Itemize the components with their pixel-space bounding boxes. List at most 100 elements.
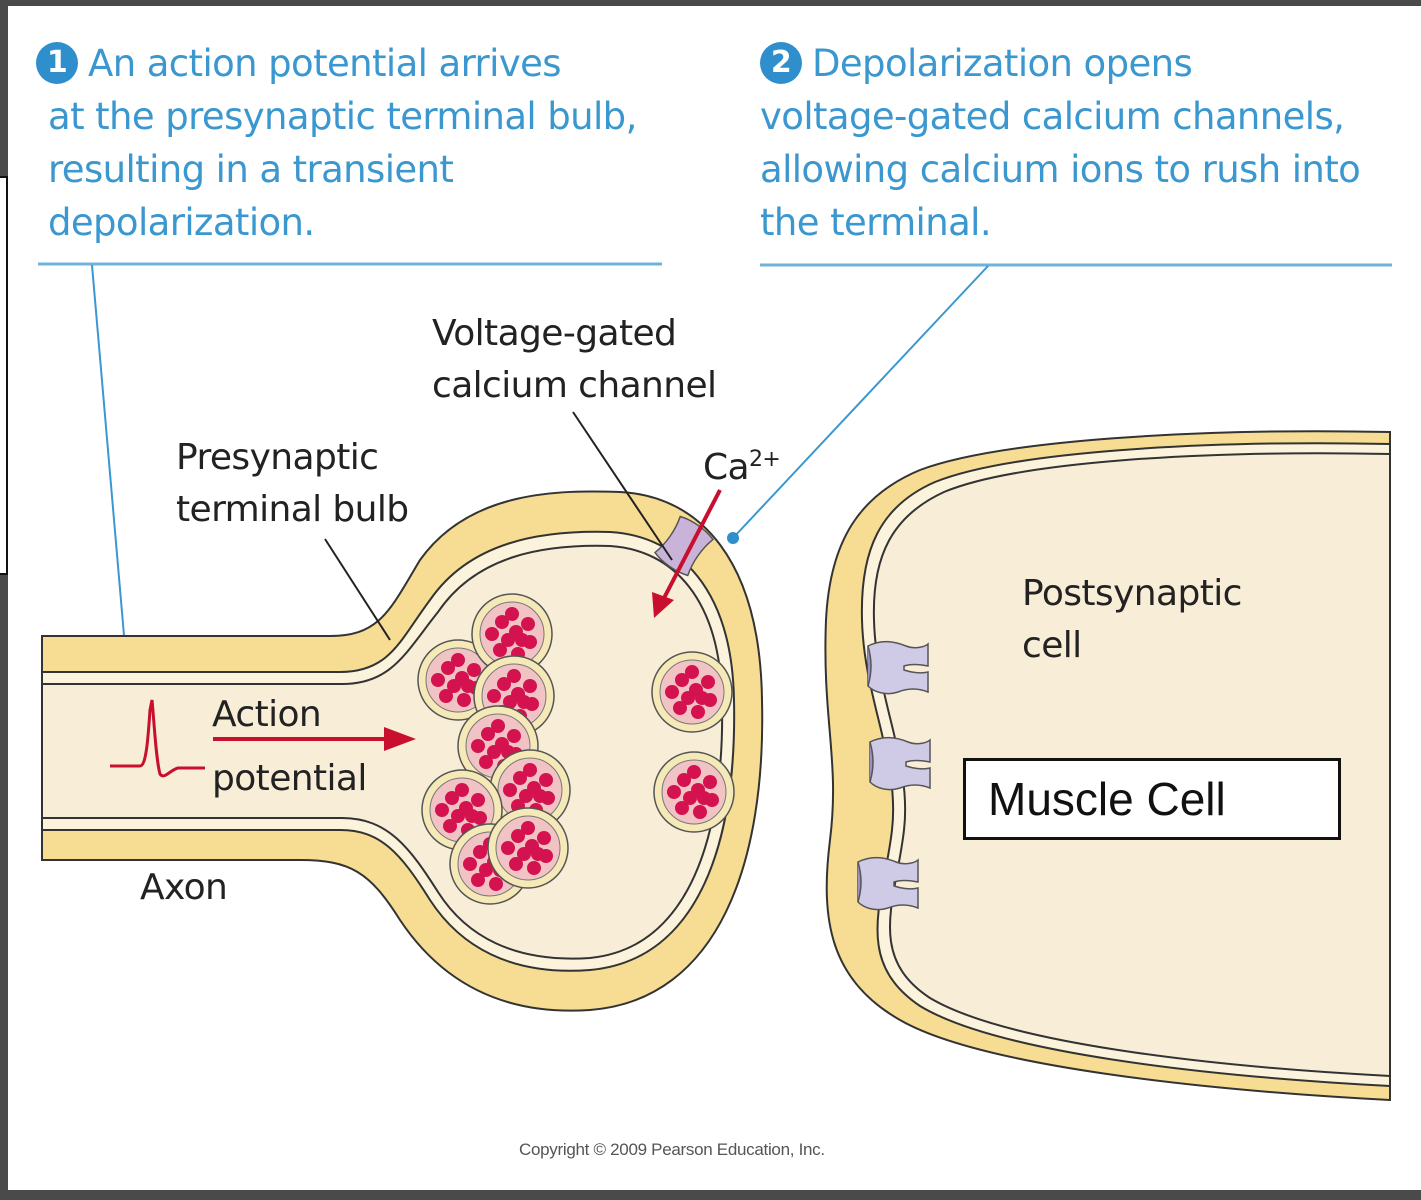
action-potential-label: Action potential xyxy=(212,694,367,799)
receptor-icon xyxy=(869,736,931,791)
postsynaptic-cell-label: Postsynaptic cell xyxy=(1022,573,1242,666)
muscle-cell-label: Muscle Cell xyxy=(988,773,1226,825)
neurotransmitter-dot xyxy=(439,689,453,703)
step2-line-2: voltage-gated calcium channels, xyxy=(760,95,1345,138)
neurotransmitter-dot xyxy=(431,673,445,687)
neurotransmitter-dot xyxy=(501,633,515,647)
neurotransmitter-dot xyxy=(675,673,689,687)
neurotransmitter-dot xyxy=(511,829,525,843)
neurotransmitter-dot xyxy=(461,679,475,693)
neurotransmitter-dot xyxy=(495,615,509,629)
copyright-notice: Copyright © 2009 Pearson Education, Inc. xyxy=(519,1140,825,1159)
neurotransmitter-dot xyxy=(523,763,537,777)
neurotransmitter-dot xyxy=(491,719,505,733)
synaptic-vesicles xyxy=(417,593,735,905)
channel-pointer-line xyxy=(572,411,673,561)
neurotransmitter-dot xyxy=(697,791,711,805)
neurotransmitter-dot xyxy=(457,693,471,707)
neurotransmitter-dot xyxy=(479,863,493,877)
step2-leader-dot xyxy=(727,532,739,544)
neurotransmitter-dot xyxy=(463,857,477,871)
neurotransmitter-dot xyxy=(681,691,695,705)
neurotransmitter-dot xyxy=(455,783,469,797)
side-panel-edge xyxy=(0,176,8,575)
neurotransmitter-dot xyxy=(509,857,523,871)
step2-line-3: allowing calcium ions to rush into xyxy=(760,148,1361,191)
neurotransmitter-dot xyxy=(701,675,715,689)
neurotransmitter-dot xyxy=(451,653,465,667)
neurotransmitter-dot xyxy=(527,861,541,875)
step1-line-2: at the presynaptic terminal bulb, xyxy=(48,95,637,138)
neurotransmitter-dot xyxy=(677,773,691,787)
neurotransmitter-dot xyxy=(481,727,495,741)
presynaptic-neuron xyxy=(41,490,764,1012)
neurotransmitter-dot xyxy=(507,669,521,683)
axon-label: Axon xyxy=(140,867,228,908)
neurotransmitter-dot xyxy=(471,873,485,887)
neurotransmitter-dot xyxy=(501,841,515,855)
calcium-ion-label: Ca2+ xyxy=(703,447,781,488)
neurotransmitter-dot xyxy=(503,783,517,797)
muscle-cell-label-box: Muscle Cell xyxy=(963,758,1341,840)
neurotransmitter-dot xyxy=(665,685,679,699)
neurotransmitter-dot xyxy=(443,819,457,833)
neurotransmitter-dot xyxy=(521,617,535,631)
neurotransmitter-dot xyxy=(451,809,465,823)
neurotransmitter-dot xyxy=(523,679,537,693)
neurotransmitter-dot xyxy=(493,643,507,657)
neurotransmitter-dot xyxy=(517,847,531,861)
neurotransmitter-dot xyxy=(441,661,455,675)
neurotransmitter-dot xyxy=(489,877,503,891)
step1-line-4: depolarization. xyxy=(48,201,315,244)
step1-line-3: resulting in a transient xyxy=(48,148,454,191)
neurotransmitter-dot xyxy=(673,701,687,715)
neurotransmitter-dot xyxy=(497,677,511,691)
step2-line-4: the terminal. xyxy=(760,201,992,244)
neurotransmitter-dot xyxy=(473,845,487,859)
neurotransmitter-dot xyxy=(521,821,535,835)
neurotransmitter-dot xyxy=(485,627,499,641)
neurotransmitter-dot xyxy=(507,729,521,743)
neurotransmitter-dot xyxy=(471,739,485,753)
neurotransmitter-dot xyxy=(503,695,517,709)
receptor-icon xyxy=(867,640,929,695)
neurotransmitter-dot xyxy=(513,771,527,785)
neurotransmitter-dot xyxy=(531,847,545,861)
action-potential-arrow xyxy=(213,727,416,751)
step1-badge: 1 xyxy=(36,42,78,84)
neurotransmitter-dot xyxy=(683,791,697,805)
neurotransmitter-dot xyxy=(517,695,531,709)
neurotransmitter-dot xyxy=(703,775,717,789)
neurotransmitter-dot xyxy=(667,785,681,799)
presynaptic-bulb-label: Presynaptic terminal bulb xyxy=(176,437,409,530)
neurotransmitter-dot xyxy=(691,705,705,719)
vesicle-icon xyxy=(487,807,569,889)
neurotransmitter-dot xyxy=(515,633,529,647)
calcium-influx-arrow xyxy=(652,489,722,618)
neurotransmitter-dot xyxy=(467,663,481,677)
neurotransmitter-dot xyxy=(685,665,699,679)
neurotransmitter-dot xyxy=(687,765,701,779)
vesicle-icon xyxy=(489,749,571,831)
neurotransmitter-dot xyxy=(539,773,553,787)
voltage-gated-channel-label: Voltage-gated calcium channel xyxy=(432,313,717,406)
vesicle-icon xyxy=(651,651,733,733)
neurotransmitter-dot xyxy=(465,809,479,823)
receptor-icon xyxy=(857,856,919,911)
bulb-pointer-line xyxy=(324,538,391,641)
neurotransmitter-dot xyxy=(479,755,493,769)
neurotransmitter-dot xyxy=(487,689,501,703)
neurotransmitter-dot xyxy=(695,691,709,705)
step2-leader-line xyxy=(732,265,989,539)
neurotransmitter-dot xyxy=(675,801,689,815)
neurotransmitter-dot xyxy=(519,789,533,803)
action-potential-spike-icon xyxy=(110,699,205,778)
neurotransmitter-dot xyxy=(447,679,461,693)
neurotransmitter-dot xyxy=(693,805,707,819)
vesicle-icon xyxy=(653,751,735,833)
neurotransmitter-dot xyxy=(505,607,519,621)
